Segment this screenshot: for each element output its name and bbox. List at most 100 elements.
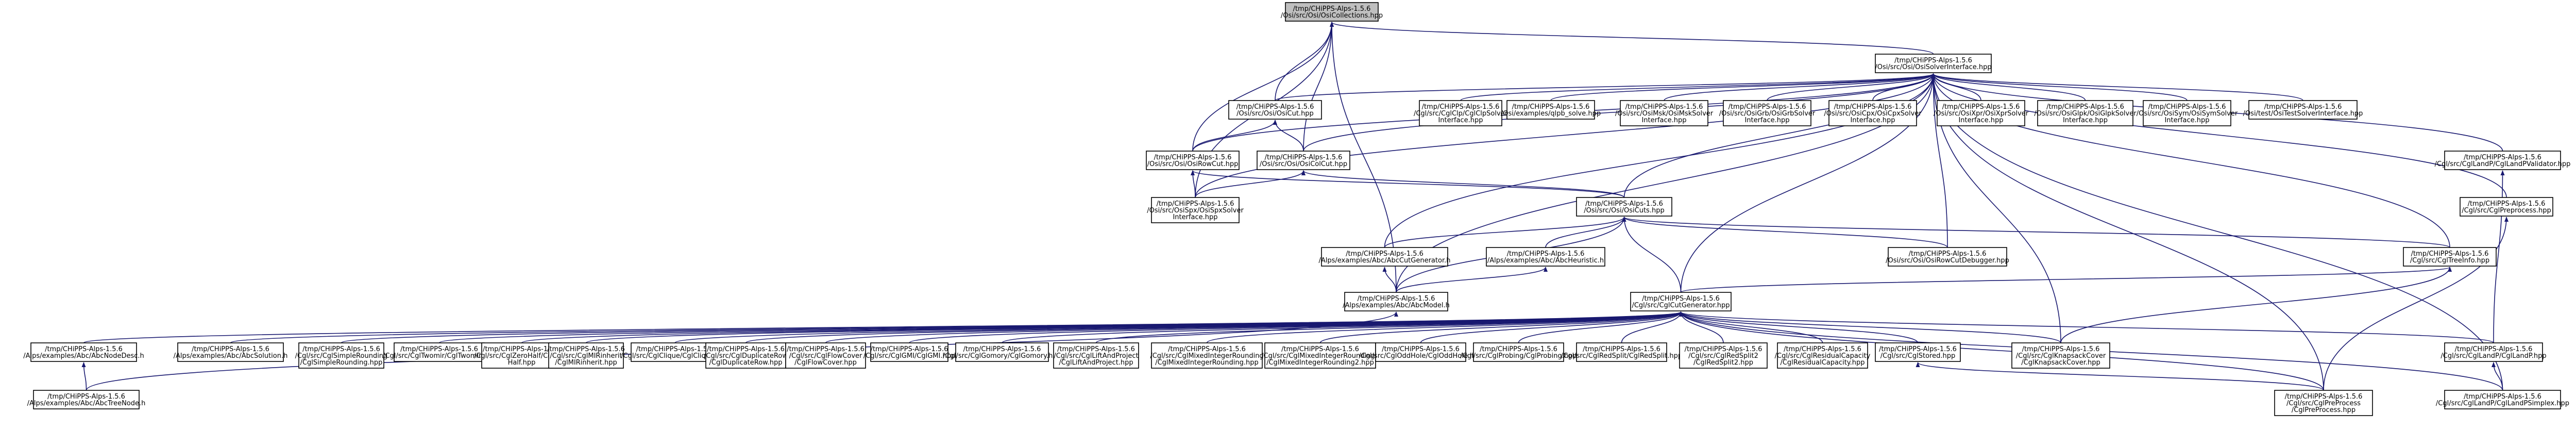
file-node[interactable]: /tmp/CHiPPS-Alps-1.5.6/Osi/src/Osi/OsiRo… — [1886, 247, 2009, 267]
node-box — [1146, 151, 1240, 170]
node-label-line: /CglRedSplit2.hpp — [1693, 359, 1753, 367]
node-box — [1257, 151, 1350, 170]
node-box — [870, 342, 948, 362]
include-edge — [1303, 22, 1334, 152]
file-node[interactable]: /tmp/CHiPPS-Alps-1.5.6/Cgl/src/CglPrepro… — [2460, 197, 2553, 217]
node-label-line: /Osi/src/OsiCpx/OsiCpxSolver — [1824, 110, 1922, 118]
node-label-line: /Cgl/src/CglTwomir/CglTwomir.hpp — [383, 352, 496, 360]
include-edge — [1191, 170, 1625, 198]
file-node[interactable]: /tmp/CHiPPS-Alps-1.5.6/Osi/src/OsiSym/Os… — [2137, 100, 2238, 126]
include-edge — [1195, 73, 1936, 198]
file-node[interactable]: /tmp/CHiPPS-Alps-1.5.6/Osi/examples/qlpb… — [1501, 100, 1601, 120]
file-node[interactable]: /tmp/CHiPPS-Alps-1.5.6/Alps/examples/Abc… — [1486, 247, 1605, 267]
node-label-line: /Osi/src/Osi/OsiSolverInterface.hpp — [1875, 63, 1991, 71]
include-edge — [1275, 73, 1936, 101]
node-label-line: /tmp/CHiPPS-Alps-1.5.6 — [636, 345, 714, 353]
file-node[interactable]: /tmp/CHiPPS-Alps-1.5.6/Osi/src/Osi/OsiCu… — [1576, 197, 1672, 217]
node-label-line: /CglMixedIntegerRounding.hpp — [1155, 359, 1259, 367]
node-label-line: /Osi/src/Osi/OsiRowCut.hpp — [1147, 160, 1239, 168]
file-node[interactable]: /tmp/CHiPPS-Alps-1.5.6/Cgl/src/CglLandP/… — [2435, 151, 2571, 170]
node-label-line: /CglSimpleRounding.hpp — [300, 359, 383, 367]
file-node[interactable]: /tmp/CHiPPS-Alps-1.5.6/Osi/src/Osi/OsiCo… — [1257, 151, 1350, 170]
file-node[interactable]: /tmp/CHiPPS-Alps-1.5.6/Cgl/src/CglLandP/… — [2436, 390, 2569, 409]
node-box — [1630, 292, 1732, 311]
include-edge — [2060, 267, 2452, 343]
include-edge — [1931, 73, 2503, 391]
file-node[interactable]: /tmp/CHiPPS-Alps-1.5.6/Cgl/src/CglPrePro… — [2274, 390, 2373, 416]
file-node[interactable]: /tmp/CHiPPS-Alps-1.5.6/Cgl/src/CglCutGen… — [1630, 292, 1732, 311]
file-node[interactable]: /tmp/CHiPPS-Alps-1.5.6/Cgl/src/CglMixedI… — [1150, 342, 1264, 369]
node-box — [1875, 342, 1961, 362]
file-node[interactable]: /tmp/CHiPPS-Alps-1.5.6/Cgl/src/CglFlowCo… — [785, 342, 866, 369]
node-label-line: /Cgl/src/CglRedSplit/CglRedSplit.hpp — [1561, 352, 1682, 360]
node-label-line: /Osi/src/Osi/OsiCuts.hpp — [1584, 207, 1664, 214]
file-node[interactable]: /tmp/CHiPPS-Alps-1.5.6/Cgl/src/CglStored… — [1875, 342, 1961, 362]
include-edge — [1275, 22, 1334, 101]
node-label-line: /tmp/CHiPPS-Alps-1.5.6 — [1358, 295, 1435, 303]
node-label-line: /tmp/CHiPPS-Alps-1.5.6 — [1057, 345, 1135, 353]
file-node[interactable]: /tmp/CHiPPS-Alps-1.5.6/Osi/src/Osi/OsiCu… — [1228, 100, 1322, 120]
file-node[interactable]: /tmp/CHiPPS-Alps-1.5.6/Cgl/src/CglClique… — [621, 342, 729, 362]
file-node[interactable]: /tmp/CHiPPS-Alps-1.5.6/Cgl/src/CglKnapsa… — [2011, 342, 2110, 369]
node-label-line: /Cgl/src/CglRedSplit2 — [1688, 352, 1758, 360]
file-node[interactable]: /tmp/CHiPPS-Alps-1.5.6/Cgl/src/CglClp/Cg… — [1414, 100, 1508, 126]
node-box — [2444, 342, 2543, 362]
include-edge — [1767, 73, 1936, 101]
node-label-line: /tmp/CHiPPS-Alps-1.5.6 — [1784, 345, 1861, 353]
file-node[interactable]: /tmp/CHiPPS-Alps-1.5.6/Alps/examples/Abc… — [27, 390, 146, 409]
file-node[interactable]: /tmp/CHiPPS-Alps-1.5.6/Cgl/src/CglLandP/… — [2441, 342, 2547, 362]
file-node[interactable]: /tmp/CHiPPS-Alps-1.5.6/Cgl/src/CglGomory… — [943, 342, 1061, 362]
include-edge — [1301, 170, 1625, 198]
file-node[interactable]: /tmp/CHiPPS-Alps-1.5.6/Cgl/src/CglProbin… — [1460, 342, 1577, 362]
node-label-line: /Cgl/src/CglResidualCapacity — [1775, 352, 1871, 360]
node-label-line: /tmp/CHiPPS-Alps-1.5.6 — [2022, 345, 2100, 353]
file-node[interactable]: /tmp/CHiPPS-Alps-1.5.6/Cgl/src/CglGMI/Cg… — [863, 342, 955, 362]
node-label-line: /tmp/CHiPPS-Alps-1.5.6 — [1293, 5, 1371, 13]
include-edge — [1384, 217, 1626, 248]
file-node[interactable]: /tmp/CHiPPS-Alps-1.5.6/Cgl/src/CglLiftAn… — [1053, 342, 1139, 369]
node-box — [2460, 197, 2553, 217]
node-label-line: /Cgl/src/CglCutGenerator.hpp — [1632, 302, 1730, 309]
node-label-line: /tmp/CHiPPS-Alps-1.5.6 — [1894, 57, 1972, 64]
file-node[interactable]: /tmp/CHiPPS-Alps-1.5.6/Osi/test/OsiTestS… — [2243, 100, 2363, 120]
root-file-node: /tmp/CHiPPS-Alps-1.5.6/Osi/src/Osi/OsiCo… — [1281, 2, 1383, 22]
file-node[interactable]: /tmp/CHiPPS-Alps-1.5.6/Cgl/src/CglTreeIn… — [2403, 247, 2497, 267]
include-edge — [1621, 311, 1683, 343]
file-node[interactable]: /tmp/CHiPPS-Alps-1.5.6/Alps/examples/Abc… — [23, 342, 144, 362]
file-node[interactable]: /tmp/CHiPPS-Alps-1.5.6/Cgl/src/CglSimple… — [295, 342, 388, 369]
file-node[interactable]: /tmp/CHiPPS-Alps-1.5.6/Cgl/src/CglMIRinh… — [547, 342, 625, 369]
node-label-line: /tmp/CHiPPS-Alps-1.5.6 — [1834, 103, 1912, 111]
file-node[interactable]: /tmp/CHiPPS-Alps-1.5.6/Alps/examples/Abc… — [174, 342, 288, 362]
file-node[interactable]: /tmp/CHiPPS-Alps-1.5.6/Osi/src/OsiSpx/Os… — [1147, 197, 1244, 223]
file-node[interactable]: /tmp/CHiPPS-Alps-1.5.6/Alps/examples/Abc… — [1319, 247, 1451, 267]
file-node[interactable]: /tmp/CHiPPS-Alps-1.5.6/Cgl/src/CglMixedI… — [1261, 342, 1379, 369]
node-label-line: /CglMIRinherit.hpp — [555, 359, 617, 367]
file-node[interactable]: /tmp/CHiPPS-Alps-1.5.6/Osi/src/OsiMsk/Os… — [1615, 100, 1714, 126]
file-node[interactable]: /tmp/CHiPPS-Alps-1.5.6/Cgl/src/CglResidu… — [1775, 342, 1871, 369]
node-label-line: /tmp/CHiPPS-Alps-1.5.6 — [1281, 345, 1359, 353]
file-node[interactable]: /tmp/CHiPPS-Alps-1.5.6/Osi/src/OsiXpr/Os… — [1934, 100, 2029, 126]
node-box — [1875, 54, 1992, 73]
file-node[interactable]: /tmp/CHiPPS-Alps-1.5.6/Cgl/src/CglTwomir… — [383, 342, 496, 362]
node-label-line: /Cgl/src/CglTreeInfo.hpp — [2410, 257, 2489, 265]
file-node[interactable]: /tmp/CHiPPS-Alps-1.5.6/Cgl/src/CglZeroHa… — [474, 342, 569, 369]
node-label-line: Interface.hpp — [2164, 117, 2209, 124]
file-node[interactable]: /tmp/CHiPPS-Alps-1.5.6/Osi/src/Osi/OsiSo… — [1875, 54, 1992, 73]
file-node[interactable]: /tmp/CHiPPS-Alps-1.5.6/Cgl/src/CglRedSpl… — [1679, 342, 1768, 369]
file-node[interactable]: /tmp/CHiPPS-Alps-1.5.6/Osi/src/Osi/OsiRo… — [1146, 151, 1240, 170]
node-box — [394, 342, 485, 362]
include-edge — [1931, 73, 2324, 391]
file-node[interactable]: /tmp/CHiPPS-Alps-1.5.6/Osi/src/OsiCpx/Os… — [1824, 100, 1922, 126]
node-box — [1375, 342, 1466, 362]
node-label-line: /tmp/CHiPPS-Alps-1.5.6 — [400, 345, 478, 353]
file-node[interactable]: /tmp/CHiPPS-Alps-1.5.6/Osi/src/OsiGlpk/O… — [2034, 100, 2137, 126]
node-box — [1620, 100, 1708, 126]
node-box — [1228, 100, 1322, 120]
file-node[interactable]: /tmp/CHiPPS-Alps-1.5.6/Cgl/src/CglRedSpl… — [1561, 342, 1682, 362]
file-node[interactable]: /tmp/CHiPPS-Alps-1.5.6/Alps/examples/Abc… — [1343, 292, 1450, 311]
file-node[interactable]: /tmp/CHiPPS-Alps-1.5.6/Osi/src/OsiGrb/Os… — [1719, 100, 1816, 126]
node-label-line: /Osi/src/OsiXpr/OsiXprSolver — [1934, 110, 2029, 118]
file-node[interactable]: /tmp/CHiPPS-Alps-1.5.6/Cgl/src/CglDuplic… — [704, 342, 788, 369]
file-node[interactable]: /tmp/CHiPPS-Alps-1.5.6/Cgl/src/CglOddHol… — [1359, 342, 1483, 362]
